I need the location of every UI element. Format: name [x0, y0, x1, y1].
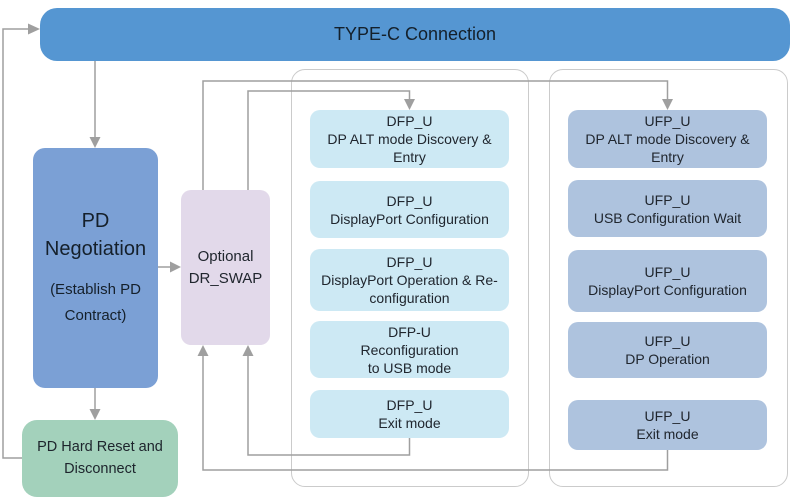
- dfp-box-operation-reconfiguration: DFP_U DisplayPort Operation & Re- config…: [310, 249, 509, 311]
- ufp-group-container: [549, 69, 788, 487]
- typec-connection-label: TYPE-C Connection: [333, 24, 497, 44]
- dr-swap-node: Optional DR_SWAP: [181, 190, 270, 345]
- dfp-group-container: [291, 69, 529, 487]
- pd-negotiation-node: PD Negotiation (Establish PD Contract): [33, 148, 158, 388]
- dfp-box-exit-mode: DFP_U Exit mode: [310, 390, 509, 438]
- dfp-box-displayport-configuration: DFP_U DisplayPort Configuration: [310, 181, 509, 238]
- arrow-pd-to-drswap: [158, 261, 181, 273]
- ufp-box-discovery-entry: UFP_U DP ALT mode Discovery & Entry: [568, 110, 767, 168]
- pd-hard-reset-node: PD Hard Reset and Disconnect: [22, 420, 178, 497]
- ufp-box-usb-configuration-wait: UFP_U USB Configuration Wait: [568, 180, 767, 237]
- pd-negotiation-subtitle: (Establish PD Contract): [50, 280, 141, 324]
- dfp-box-reconfiguration-usb: DFP-U Reconfiguration to USB mode: [310, 321, 509, 378]
- ufp-box-displayport-configuration: UFP_U DisplayPort Configuration: [568, 250, 767, 312]
- dfp-box-discovery-entry: DFP_U DP ALT mode Discovery & Entry: [310, 110, 509, 168]
- ufp-box-dp-operation: UFP_U DP Operation: [568, 322, 767, 378]
- arrow-typec-to-pd: [89, 61, 101, 148]
- ufp-box-exit-mode: UFP_U Exit mode: [568, 400, 767, 450]
- arrow-pd-to-reset: [89, 388, 101, 420]
- pd-negotiation-title: PD Negotiation: [44, 209, 147, 260]
- typec-connection-node: TYPE-C Connection: [40, 8, 790, 61]
